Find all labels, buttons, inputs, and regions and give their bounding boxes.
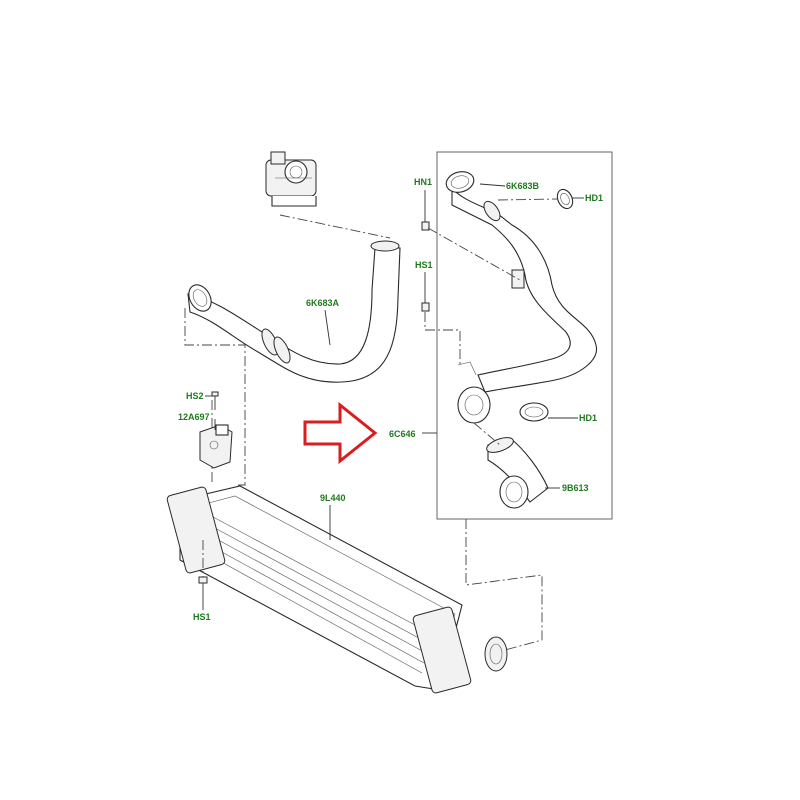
hn1-nut-part [421, 221, 430, 231]
bracket-12a697-part [199, 424, 233, 469]
detail-frame [436, 151, 613, 520]
throttle-body-part [265, 151, 317, 207]
intercooler-9l440-part [166, 485, 508, 694]
callout-arrow-icon [303, 401, 378, 465]
hd1-mid-clamp-part [519, 402, 549, 422]
connector-9b613-part [486, 437, 549, 509]
label-hn1: HN1 [414, 177, 433, 187]
hose-6k683b-part [445, 171, 598, 424]
label-12a697: 12A697 [178, 412, 210, 422]
label-9l440: 9L440 [320, 493, 346, 503]
hs2-bolt-part [211, 391, 219, 410]
hose-6k683a-leader [324, 309, 331, 346]
label-hd1-mid: HD1 [579, 413, 598, 423]
hs1-bottom-bolt-part [198, 576, 208, 600]
c646-dash-down [473, 422, 501, 446]
label-hs2: HS2 [186, 391, 204, 401]
left-dash-path [184, 308, 246, 486]
label-hd1-top: HD1 [585, 193, 604, 203]
hs1-top-bolt-part [421, 302, 430, 312]
label-6k683a: 6K683A [306, 298, 340, 308]
hs1-top-dash [424, 312, 461, 365]
label-hs1-top: HS1 [415, 260, 433, 270]
hd1-top-dash [497, 198, 559, 201]
throttle-dash-line [279, 214, 391, 239]
label-6c646: 6C646 [389, 429, 416, 439]
k683b-leader [479, 183, 506, 187]
hd1-top-clamp-part [556, 188, 574, 210]
hose-6k683a-part [187, 240, 401, 383]
label-hs1-bottom: HS1 [193, 612, 211, 622]
frame-to-outlet-dash [465, 519, 543, 651]
label-9b613: 9B613 [562, 483, 589, 493]
label-6k683b: 6K683B [506, 181, 540, 191]
